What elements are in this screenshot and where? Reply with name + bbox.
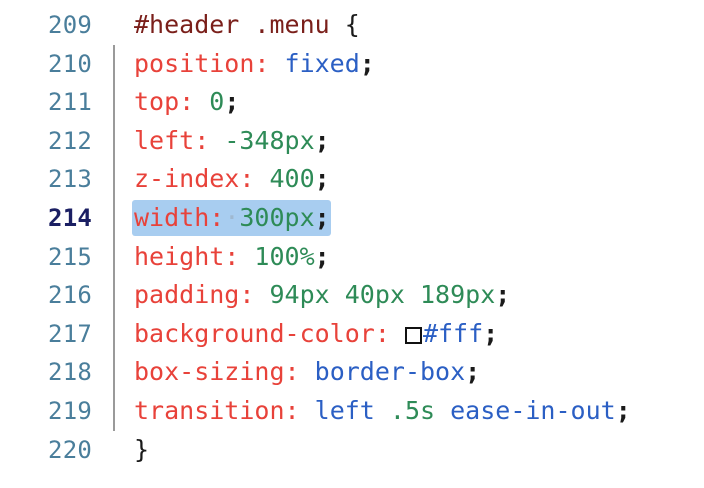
semicolon: ; [465,357,481,387]
css-property: background-color: [134,318,390,348]
semicolon: ; [483,318,499,348]
line-number: 220 [48,435,92,464]
code-content[interactable]: top: 0; [134,83,704,122]
code-line[interactable]: 219 transition: left .5s ease-in-out; [0,391,704,431]
css-selector: #header .menu [134,10,330,39]
open-brace: { [329,10,360,39]
code-line[interactable]: 212 left: -348px; [0,121,704,161]
line-number: 215 [48,242,92,271]
space [239,242,254,271]
css-property: padding: [134,280,255,310]
css-property: transition: [134,395,300,425]
semicolon: ; [615,395,631,425]
semicolon: ; [495,280,511,310]
code-line-active[interactable]: 214 width:·300px; [0,198,704,238]
code-line[interactable]: 213 z-index: 400; [0,160,704,199]
close-brace: } [134,434,150,464]
code-content[interactable]: width:·300px; [132,199,704,238]
semicolon: ; [314,202,330,232]
text-selection-highlight[interactable]: width:·300px; [132,199,331,236]
space [254,164,269,193]
color-swatch-icon[interactable] [404,326,422,344]
indent-guide [92,276,134,315]
css-property: z-index: [134,164,255,194]
code-content[interactable]: transition: left .5s ease-in-out; [134,392,704,431]
semicolon: ; [314,164,330,194]
code-content[interactable]: background-color: #fff; [134,315,704,354]
css-property: top: [134,87,195,117]
space-dot: · [224,202,240,232]
code-line[interactable]: 220 } [0,431,704,470]
css-value: 400 [269,164,315,194]
indent-guide [92,83,134,122]
indent-guide [92,237,134,277]
css-value: border-box [314,357,466,387]
css-property: box-sizing: [134,357,300,387]
code-content[interactable]: z-index: 400; [134,160,704,199]
indent-cell [92,6,134,45]
indent-cell [92,431,134,470]
semicolon: ; [314,125,330,155]
css-property: left: [134,125,210,155]
indent-guide [92,160,134,199]
css-value: #fff [422,318,484,348]
line-number: 217 [48,319,92,348]
indent-guide [92,353,134,392]
code-content[interactable]: } [134,431,704,470]
semicolon: ; [359,48,375,78]
code-content[interactable]: position: fixed; [134,45,704,84]
line-number: 218 [48,358,92,387]
line-number: 213 [48,165,92,194]
code-line[interactable]: 210 position: fixed; [0,44,704,84]
css-value: 0 [209,87,225,117]
code-line[interactable]: 215 height: 100%; [0,237,704,277]
css-value: 94px 40px 189px [269,280,496,310]
indent-guide [92,44,134,84]
indent-guide [92,121,134,161]
code-content[interactable]: height: 100%; [134,238,704,277]
semicolon: ; [224,87,240,117]
code-line[interactable]: 209 #header .menu { [0,6,704,45]
space [254,280,269,309]
code-line[interactable]: 216 padding: 94px 40px 189px; [0,276,704,315]
indent-guide [92,391,134,431]
css-value-number: .5s [374,395,436,425]
line-number: 209 [48,11,92,39]
code-line[interactable]: 217 background-color: #fff; [0,314,704,354]
code-content[interactable]: padding: 94px 40px 189px; [134,276,704,315]
code-line[interactable]: 211 top: 0; [0,83,704,122]
space [390,319,405,348]
css-value: 100% [254,241,315,271]
line-number: 212 [48,126,92,155]
indent-guide [92,314,134,354]
space [269,49,284,78]
css-value: fixed [284,48,360,78]
space [209,126,224,155]
code-line[interactable]: 218 box-sizing: border-box; [0,353,704,392]
code-content[interactable]: #header .menu { [134,6,704,45]
line-number-active: 214 [48,203,92,232]
css-property: position: [134,48,270,78]
semicolon: ; [314,241,330,271]
code-content[interactable]: left: -348px; [134,122,704,161]
space [300,357,315,386]
line-number: 210 [48,49,92,78]
css-value: -348px [224,125,315,155]
css-property: width: [134,202,225,232]
line-number: 219 [48,396,92,425]
indent-guide [92,198,134,238]
css-value-keyword: left [314,395,375,425]
line-number: 216 [48,281,92,310]
space [300,396,315,425]
css-value: 300px [239,202,315,232]
code-content[interactable]: box-sizing: border-box; [134,353,704,392]
css-property: height: [134,241,240,271]
line-number: 211 [48,88,92,117]
css-value-timing: ease-in-out [435,395,616,425]
space [194,87,209,116]
